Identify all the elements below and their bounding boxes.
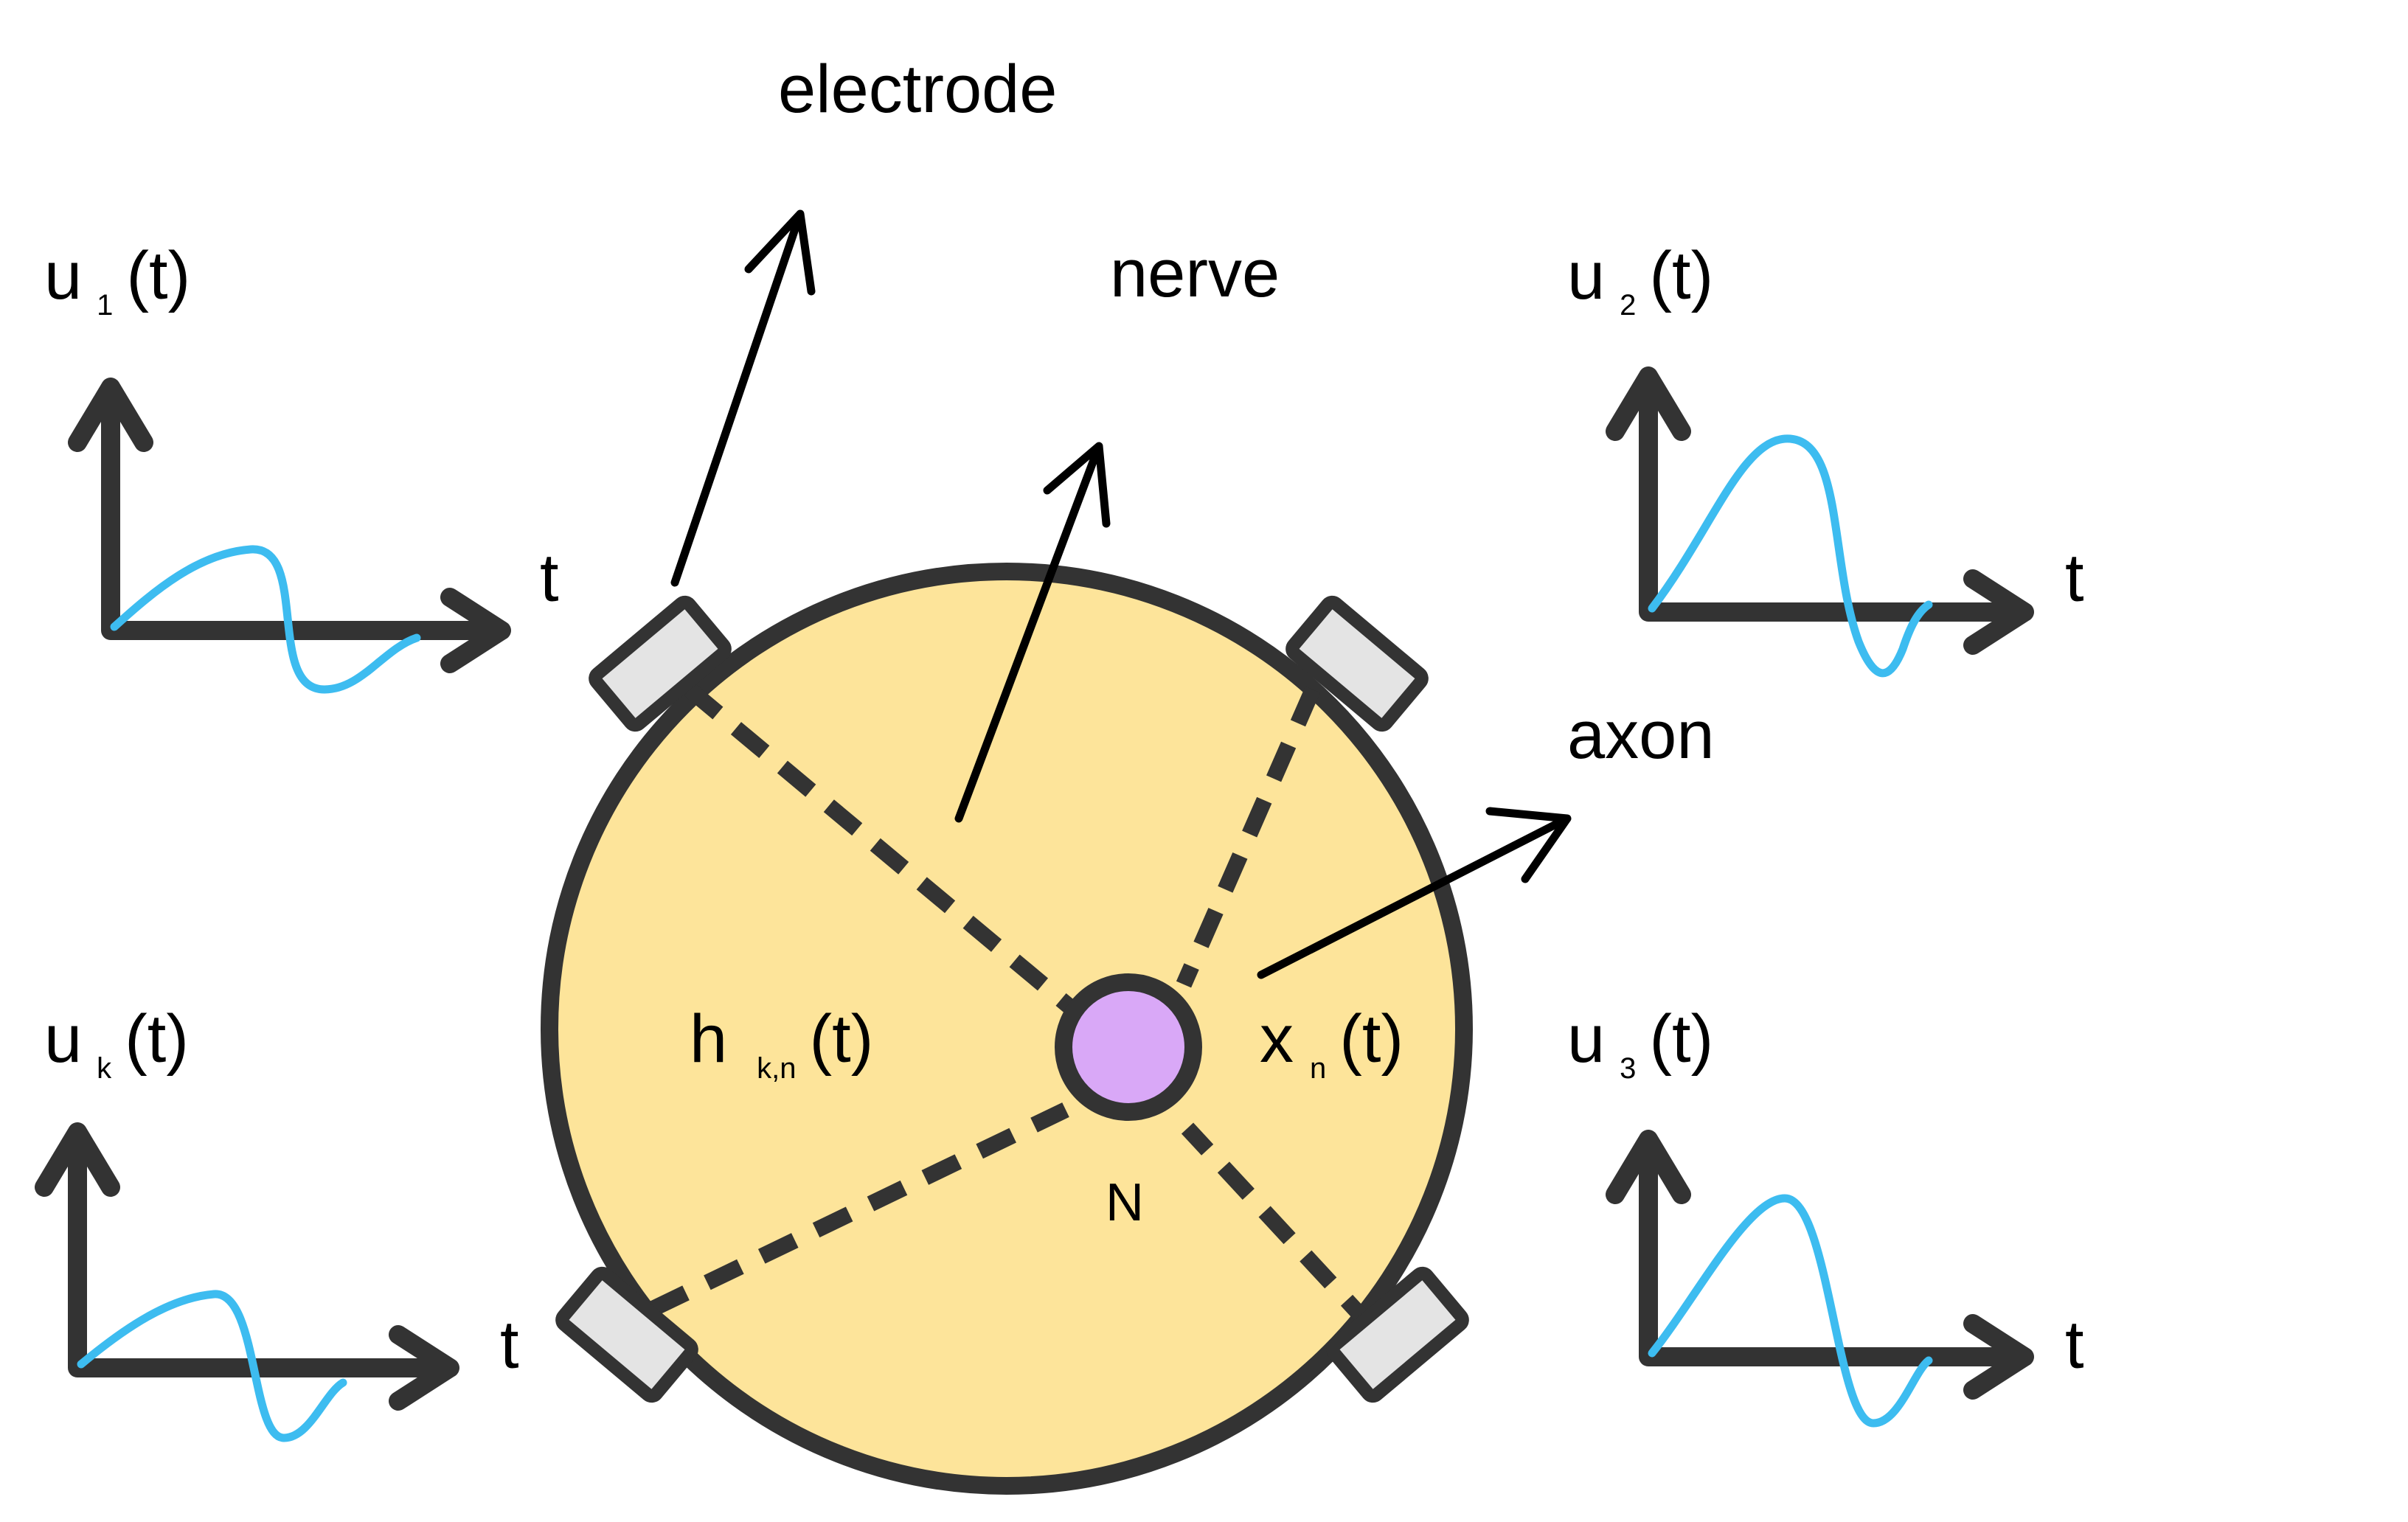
electrode-bottom-right [1326, 1266, 1469, 1403]
plot-waveform-u3 [1648, 1194, 1933, 1428]
electrode-pointer-arrow [670, 209, 816, 587]
electrode-pointer: electrode [670, 52, 1057, 587]
plot-axes-u3 [1606, 1130, 2034, 1400]
plot-waveform-uk [77, 1290, 347, 1442]
plot-axis-label-u2: t [2065, 541, 2084, 616]
nerve-pointer: nerve [954, 236, 1280, 823]
plot-axes-u1 [68, 378, 511, 673]
axon-pointer: axon [1257, 698, 1715, 979]
node-label: N [1106, 1173, 1144, 1232]
nerve-pointer-arrow [954, 442, 1111, 823]
plot-axis-label-u1: t [540, 541, 559, 616]
plot-axes-uk [35, 1122, 459, 1411]
electrode-top-right [1285, 595, 1429, 732]
dashed-path-top-left [684, 683, 1075, 1013]
electrode-bottom-left [555, 1266, 698, 1403]
electrode-top-left [589, 595, 732, 732]
plot-axes-u2 [1606, 366, 2034, 655]
dashed-path-bottom-right [1181, 1122, 1378, 1333]
dashed-path-bottom-left [649, 1102, 1069, 1316]
plot-axis-label-u3: t [2065, 1307, 2084, 1383]
electrode-label: electrode [778, 52, 1057, 127]
node-circle [1055, 973, 1202, 1121]
plot-axis-label-uk: t [500, 1307, 519, 1383]
dashed-path-top-right [1176, 686, 1321, 988]
plot-waveform-u1 [110, 545, 421, 694]
axon-pointer-arrow [1257, 807, 1572, 979]
nerve-label: nerve [1110, 236, 1280, 311]
axon-label: axon [1567, 698, 1715, 773]
plot-waveform-u2 [1648, 434, 1933, 678]
